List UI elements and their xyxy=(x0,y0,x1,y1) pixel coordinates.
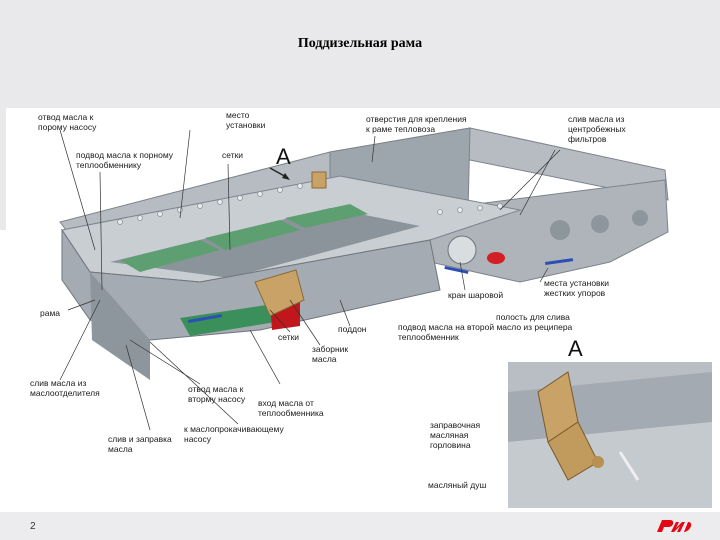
slide-title: Поддизельная рама xyxy=(297,36,423,51)
slide: Поддизельная рама xyxy=(0,0,720,508)
label-setki-bottom: сетки xyxy=(278,332,300,342)
page-number: 2 xyxy=(30,521,36,532)
label-rama: рама xyxy=(40,308,61,318)
header-band xyxy=(0,0,720,108)
footer-bar xyxy=(0,512,720,540)
side-strip xyxy=(0,108,6,230)
inset-detail-a xyxy=(508,362,712,508)
label-kran: кран шаровой xyxy=(448,290,504,300)
label-maslyaniy-dush: масляный душ xyxy=(428,480,487,490)
frame-illustration xyxy=(59,127,669,431)
marker-a: А xyxy=(276,144,291,169)
label-poddon: поддон xyxy=(338,324,367,334)
label-polost: полость для слива xyxy=(496,312,570,322)
rzd-logo-icon xyxy=(657,520,692,532)
marker-a-inset: А xyxy=(568,336,583,361)
label-podvod-second: подвод масла на второй масло из реципера… xyxy=(398,322,573,342)
label-setki-top: сетки xyxy=(222,150,244,160)
